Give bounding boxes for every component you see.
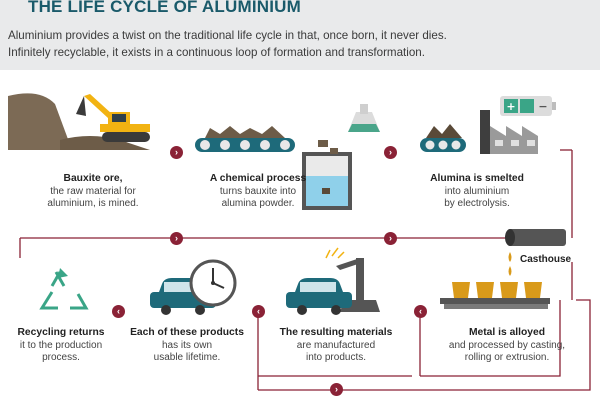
header-band <box>0 0 600 70</box>
step-caption-recycling: Recycling returns it to the production p… <box>6 327 116 365</box>
step-title: A chemical process <box>209 173 307 184</box>
arrow-left-3: ‹ <box>112 305 125 318</box>
step-caption-manufactured: The resulting materials are manufactured… <box>266 327 406 365</box>
flask-icon <box>348 104 380 132</box>
step-caption-smelted: Alumina is smelted into aluminium by ele… <box>412 173 542 211</box>
casthouse-label: Casthouse <box>520 254 572 265</box>
excavator-icon <box>8 93 150 150</box>
intro-text: Aluminium provides a twist on the tradit… <box>8 27 598 61</box>
svg-text:−: − <box>538 100 547 113</box>
step-caption-lifetime: Each of these products has its own usabl… <box>122 327 252 365</box>
arrow-left-1: ‹ <box>414 305 427 318</box>
pipe-icon <box>505 229 566 276</box>
clock-icon <box>189 259 237 307</box>
intro-line-1: Aluminium provides a twist on the tradit… <box>8 29 447 42</box>
step-caption-chemical: A chemical process turns bauxite into al… <box>198 173 318 211</box>
step-title: Each of these products <box>130 327 244 338</box>
arrow-right-3: › <box>170 232 183 245</box>
ingot-mould-icon <box>440 282 550 309</box>
flow-lines <box>19 149 591 391</box>
step-caption-alloyed: Metal is alloyed and processed by castin… <box>432 327 582 365</box>
svg-text:+: + <box>506 100 515 113</box>
arrow-right-4: › <box>384 232 397 245</box>
intro-line-2: Infinitely recyclable, it exists in a co… <box>8 46 425 59</box>
step-title: Bauxite ore, <box>63 173 123 184</box>
factory-icon <box>480 110 538 154</box>
step-title: Alumina is smelted <box>430 173 524 184</box>
arrow-right-2: › <box>384 146 397 159</box>
arrow-right-5: › <box>330 383 343 396</box>
conveyor-small-icon <box>420 124 466 152</box>
recycle-icon <box>39 268 89 310</box>
arrow-right-1: › <box>170 146 183 159</box>
step-caption-bauxite: Bauxite ore, the raw material for alumin… <box>18 173 168 211</box>
car-icon <box>286 278 352 315</box>
step-title: Recycling returns <box>17 327 105 338</box>
battery-icon: + − <box>500 96 556 116</box>
step-title: The resulting materials <box>279 327 393 338</box>
page-title: THE LIFE CYCLE OF ALUMINIUM <box>28 0 301 16</box>
step-title: Metal is alloyed <box>468 327 546 338</box>
arrow-left-2: ‹ <box>252 305 265 318</box>
conveyor-icon <box>195 126 295 152</box>
tank-icon <box>302 140 352 210</box>
